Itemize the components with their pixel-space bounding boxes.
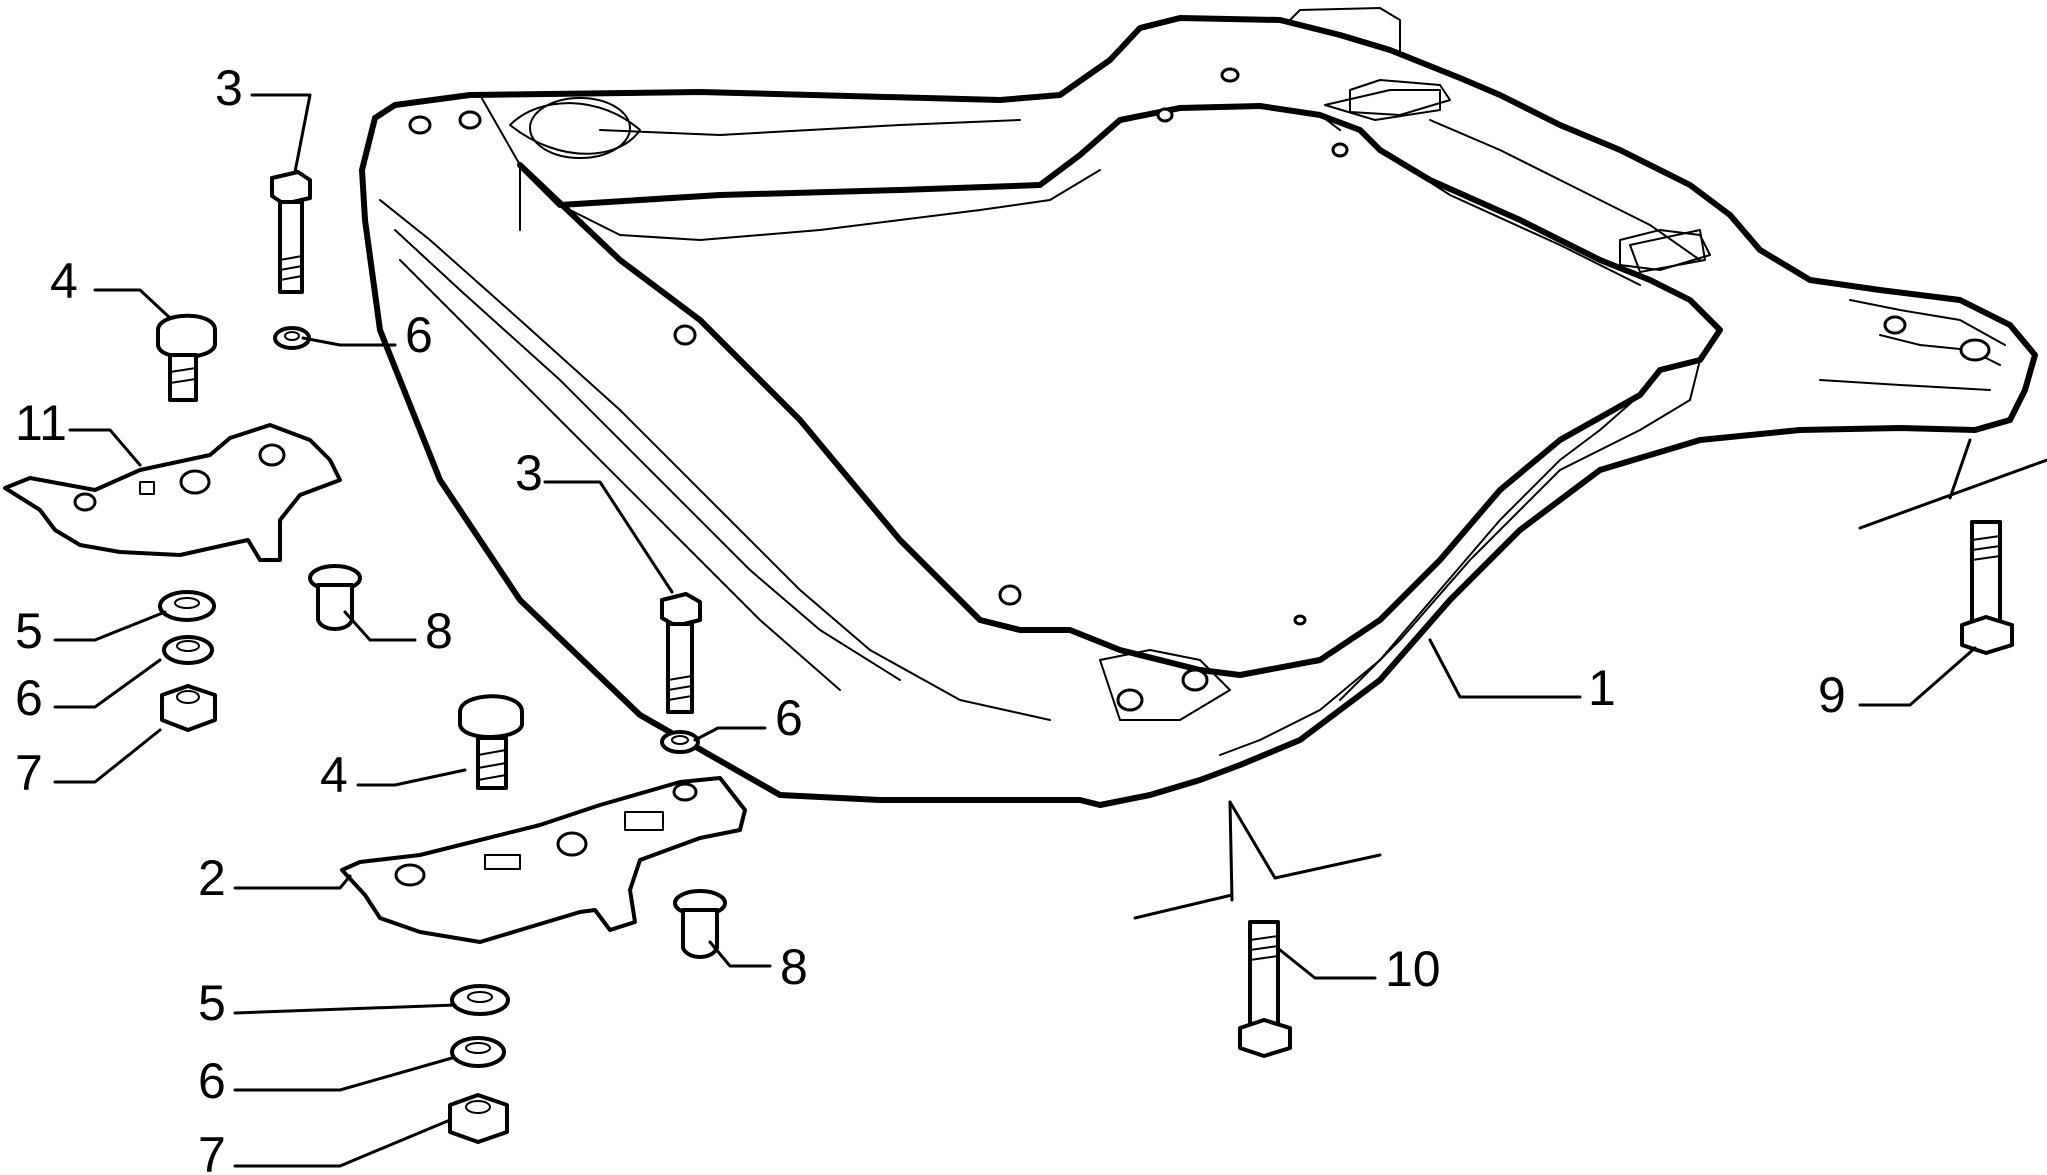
callout-6-lowest: 6 bbox=[198, 1053, 226, 1109]
washer-5-upper bbox=[158, 590, 216, 622]
callout-8-lower: 8 bbox=[780, 939, 808, 995]
callout-10: 10 bbox=[1385, 941, 1441, 997]
nut-7-upper bbox=[160, 684, 217, 732]
bolt-4-upper bbox=[156, 313, 217, 402]
callout-8-upper: 8 bbox=[425, 603, 453, 659]
callout-1: 1 bbox=[1588, 660, 1616, 716]
callout-7-upper: 7 bbox=[15, 745, 43, 801]
bolt-3-upper bbox=[270, 170, 312, 294]
bolt-3-lower bbox=[660, 592, 702, 714]
callout-7-lower: 7 bbox=[198, 1127, 226, 1175]
callout-5-upper: 5 bbox=[15, 603, 43, 659]
bolt-4-lower bbox=[458, 694, 524, 790]
callout-6-middle: 6 bbox=[15, 670, 43, 726]
spacer-8-upper bbox=[308, 564, 362, 631]
callout-3-upper: 3 bbox=[215, 60, 243, 116]
nut-7-lower bbox=[448, 1093, 509, 1144]
callout-4-upper: 4 bbox=[50, 253, 78, 309]
bracket-2 bbox=[340, 776, 747, 944]
callout-3-lower: 3 bbox=[515, 445, 543, 501]
bolt-10 bbox=[1238, 920, 1292, 1058]
bracket-11 bbox=[3, 423, 342, 562]
callout-11: 11 bbox=[15, 395, 67, 451]
callout-9: 9 bbox=[1818, 667, 1846, 723]
spacer-8-lower bbox=[673, 889, 727, 959]
alignment-guides bbox=[1133, 438, 2047, 920]
subframe-crossmember bbox=[359, 7, 2038, 808]
callout-2: 2 bbox=[198, 850, 226, 906]
callout-6-upper: 6 bbox=[405, 307, 433, 363]
callout-4-lower: 4 bbox=[320, 747, 348, 803]
lock-washer-6-lower bbox=[660, 730, 700, 754]
callout-labels: 3 4 6 11 5 6 7 8 3 6 4 2 8 5 6 7 1 9 10 bbox=[15, 60, 1846, 1175]
bolt-9 bbox=[1960, 520, 2014, 655]
callout-5-lower: 5 bbox=[198, 975, 226, 1031]
leader-lines bbox=[53, 93, 1977, 1168]
washer-5-lower bbox=[450, 984, 510, 1016]
callout-6-lower: 6 bbox=[775, 690, 803, 746]
lock-washer-6-lowest bbox=[450, 1036, 506, 1068]
lock-washer-6-middle bbox=[162, 635, 214, 665]
